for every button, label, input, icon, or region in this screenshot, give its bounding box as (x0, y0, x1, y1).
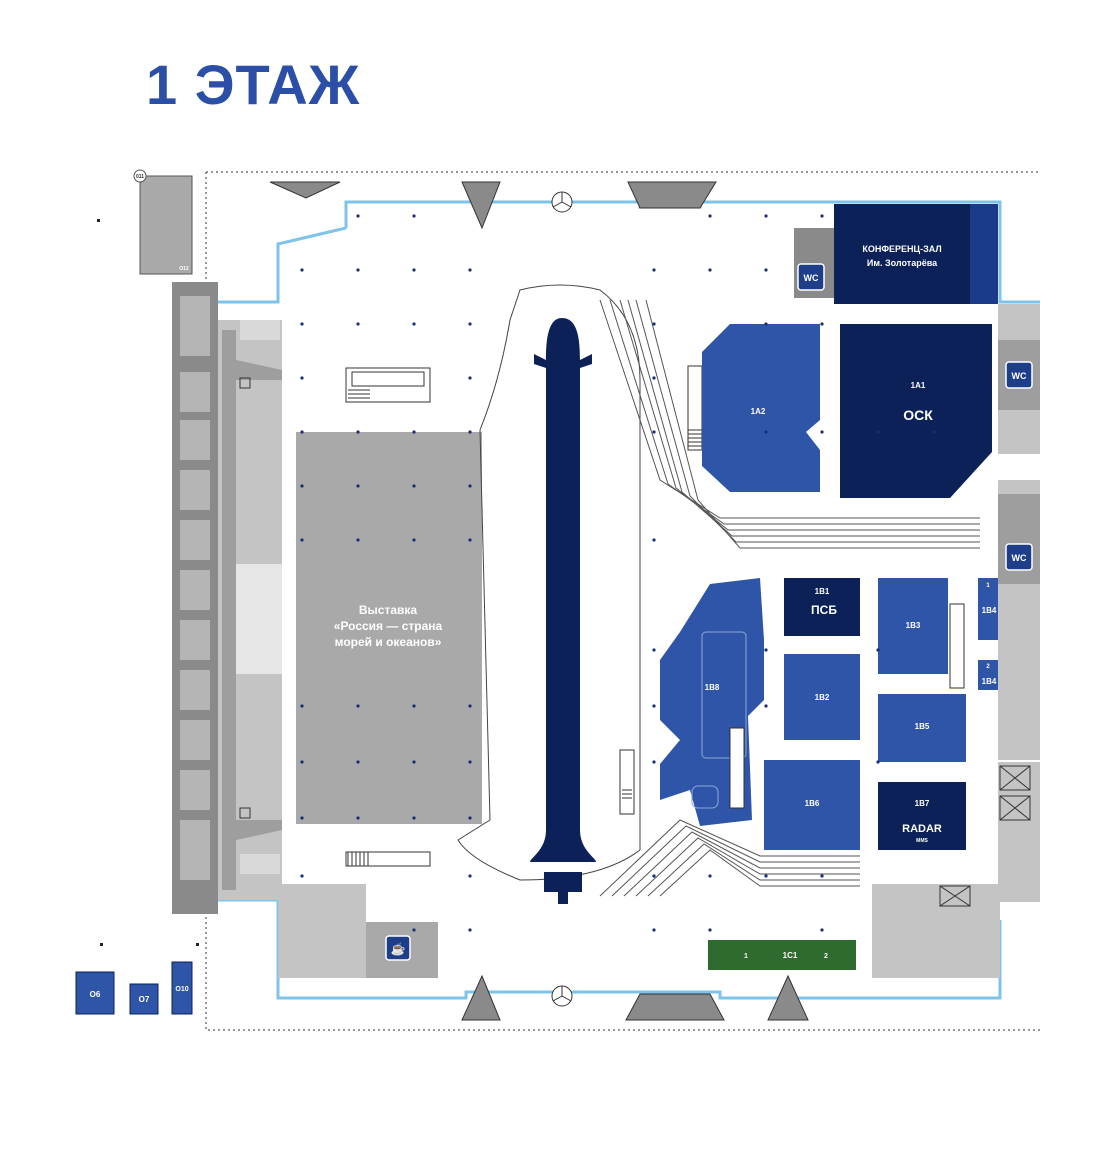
stand-1c1-left: 1 (744, 953, 748, 960)
turnstile-icon (551, 191, 573, 1007)
stand-1v4-2-number: 2 (986, 664, 990, 670)
stand-1v8[interactable] (660, 578, 764, 826)
stand-o7-code: О7 (139, 995, 150, 1004)
left-wing (172, 282, 282, 914)
submarine-model (530, 318, 596, 862)
exhibition-area (296, 432, 482, 824)
elevator-icon (999, 795, 1031, 821)
room-badge: 011 (136, 174, 144, 180)
stand-1v4-2[interactable] (978, 660, 998, 690)
room-o12 (139, 175, 193, 275)
stand-o6-code: О6 (90, 990, 101, 999)
stand-1a1-logo: ОСК (903, 407, 933, 423)
elevator-icon (999, 765, 1031, 791)
stand-1v3-code: 1В3 (906, 621, 921, 630)
walkway-lines (599, 299, 980, 897)
stand-1a2[interactable] (702, 324, 820, 492)
turnstile-icon (729, 727, 745, 809)
stand-1v7-logo: RADAR (902, 823, 942, 835)
conference-hall-line2: Им. Золотарёва (867, 258, 938, 268)
stand-1a2-code: 1А2 (751, 407, 766, 416)
service-block (872, 884, 1000, 978)
wc-label: WC (1012, 371, 1027, 381)
exhibition-line3: морей и океанов» (335, 635, 442, 649)
wc-icon (1005, 361, 1033, 389)
elevator-icon (939, 885, 971, 907)
stand-1c1-right: 2 (824, 953, 828, 960)
stand-1a1-code: 1А1 (911, 381, 926, 390)
stand-1c1[interactable] (708, 940, 856, 970)
conference-hall-line1: КОНФЕРЕНЦ-ЗАЛ (862, 244, 941, 254)
stand-1v4-1-number: 1 (986, 583, 990, 589)
stand-1v5-code: 1В5 (915, 722, 930, 731)
stand-1a1[interactable] (840, 324, 992, 498)
stand-1v2-code: 1В2 (815, 693, 830, 702)
stand-1v7-code: 1В7 (915, 799, 930, 808)
stand-o10[interactable] (171, 961, 193, 1015)
stand-1v1-logo: ПСБ (811, 603, 837, 617)
stand-1v7[interactable] (878, 782, 966, 850)
submarine-area-outline (457, 284, 641, 881)
stand-1v4-1-code: 1В4 (982, 606, 997, 615)
wc-label: WC (804, 273, 819, 283)
exhibition-line2: «Россия — страна (334, 619, 443, 633)
wc-icon (1005, 543, 1033, 571)
stand-1c1-code: 1С1 (783, 951, 798, 960)
stand-o10-code: О10 (175, 986, 188, 993)
stand-1v6-code: 1В6 (805, 799, 820, 808)
cafe-icon (385, 935, 411, 961)
stand-1v7-logo-sub: MMS (916, 838, 928, 844)
stand-1v6[interactable] (764, 760, 860, 850)
stand-1v8-code: 1В8 (705, 683, 720, 692)
column-dots (300, 214, 936, 932)
stand-1v3[interactable] (878, 578, 948, 674)
room-code: О12 (179, 266, 189, 272)
stand-1v2[interactable] (784, 654, 860, 740)
wc-icon (797, 263, 825, 291)
entrance-arrow-icon (269, 181, 809, 1021)
stand-1v4-2-code: 1В4 (982, 677, 997, 686)
stand-o6[interactable] (75, 971, 115, 1015)
stand-1v1-code: 1В1 (815, 587, 830, 596)
service-block-left (278, 884, 366, 978)
stand-1v5[interactable] (878, 694, 966, 762)
cafe-glyph: ☕ (391, 941, 406, 956)
turnstile-icon (949, 603, 965, 689)
stand-o7[interactable] (129, 983, 159, 1015)
exhibition-line1: Выставка (359, 603, 418, 617)
wc-label: WC (1012, 553, 1027, 563)
right-wing-bottom (998, 762, 1040, 902)
marker-dots (97, 219, 199, 946)
stairs (345, 365, 703, 867)
floor-title: 1 ЭТАЖ (146, 53, 361, 116)
stand-1v1[interactable] (784, 578, 860, 636)
stand-1v4-1[interactable] (978, 578, 998, 640)
